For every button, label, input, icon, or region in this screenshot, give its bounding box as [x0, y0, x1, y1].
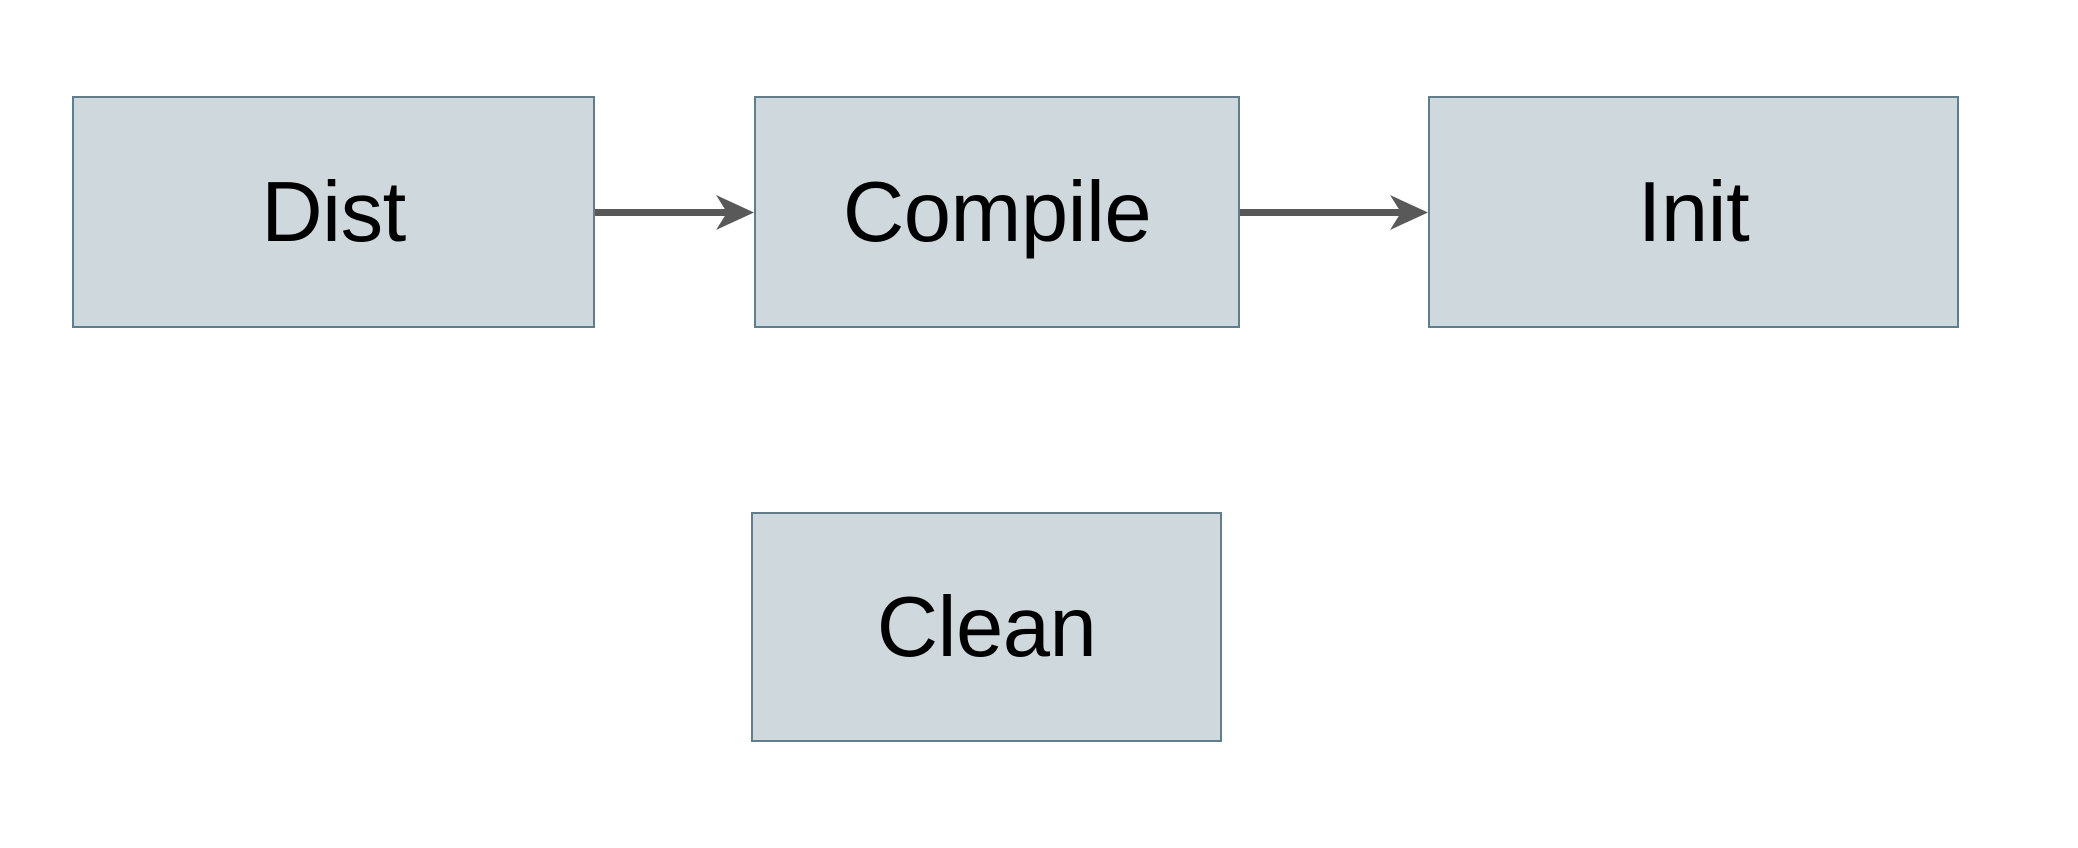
arrowhead-icon: [716, 195, 754, 230]
node-label-compile: Compile: [842, 164, 1152, 260]
node-clean[interactable]: Clean: [751, 512, 1222, 742]
node-label-clean: Clean: [876, 579, 1097, 675]
node-label-dist: Dist: [261, 164, 406, 260]
node-compile[interactable]: Compile: [754, 96, 1240, 328]
edge-dist-to-compile[interactable]: [590, 192, 766, 234]
arrowhead-icon: [1390, 195, 1428, 230]
node-init[interactable]: Init: [1428, 96, 1959, 328]
node-label-init: Init: [1637, 164, 1750, 260]
edge-compile-to-init[interactable]: [1235, 192, 1440, 234]
node-dist[interactable]: Dist: [72, 96, 595, 328]
